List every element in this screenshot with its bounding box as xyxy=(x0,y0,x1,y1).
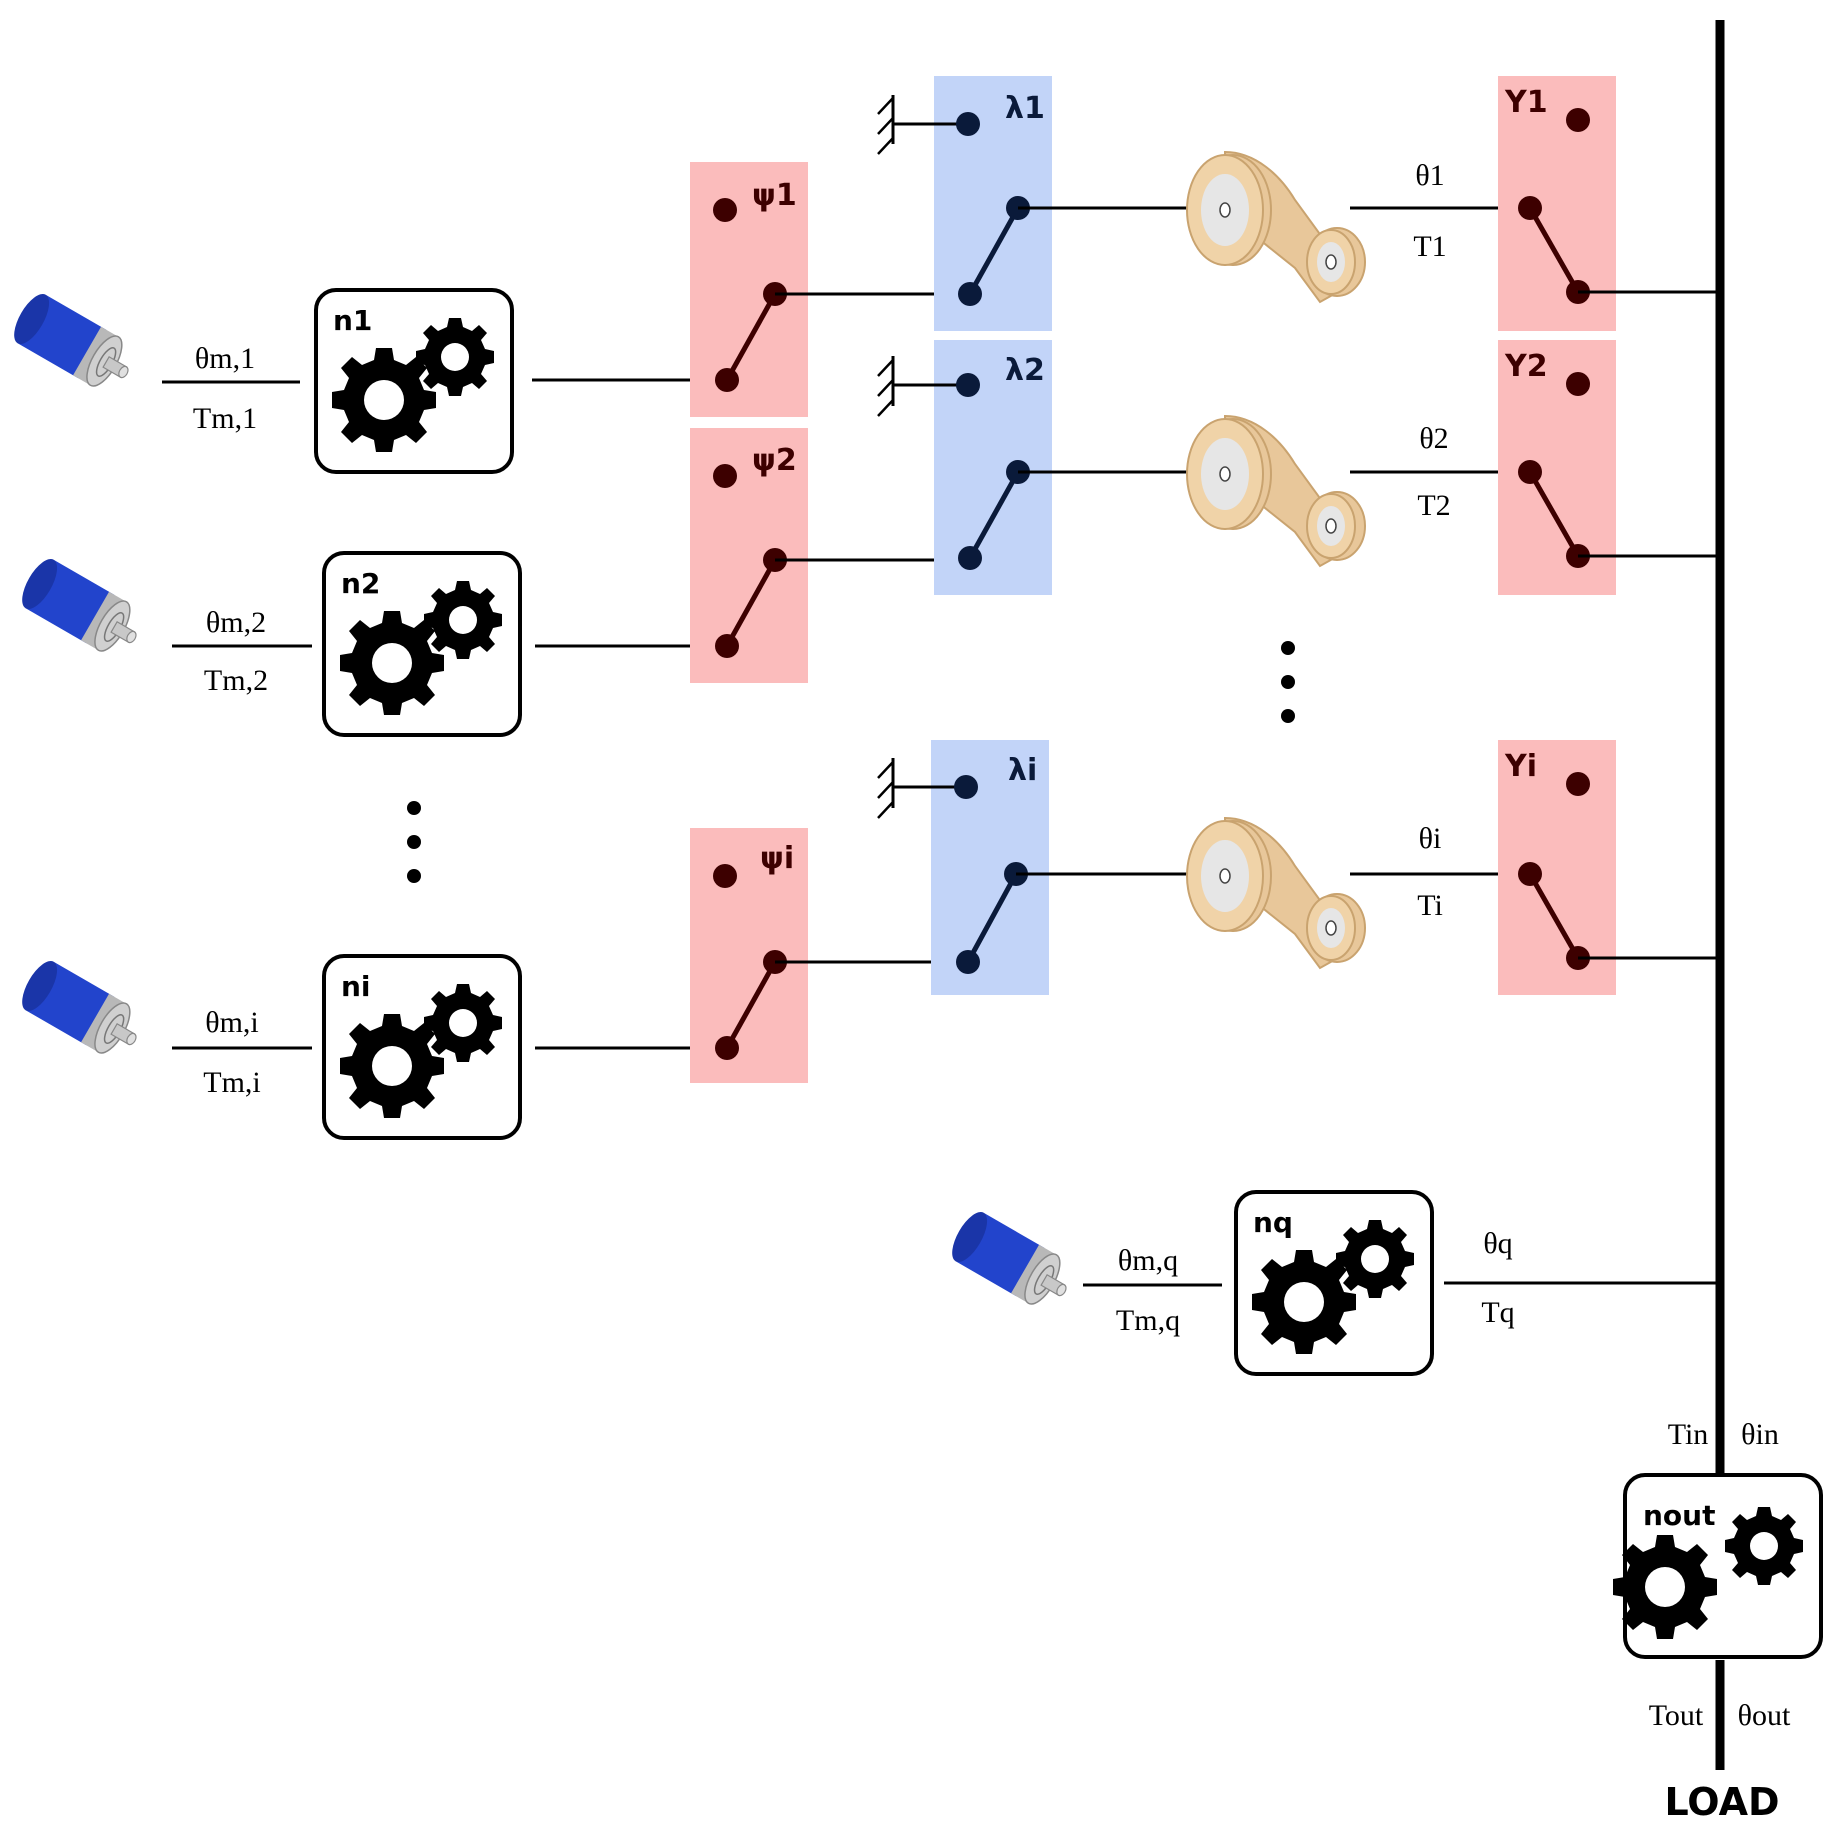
gear-small-icon xyxy=(1336,1220,1414,1298)
gearbox-i-label: ni xyxy=(341,970,371,1003)
lambda-1-label: λ1 xyxy=(1005,91,1045,126)
torque-m1: Tm,1 xyxy=(193,402,257,435)
theta-2: θ2 xyxy=(1419,422,1448,455)
gamma-i-label: Yi xyxy=(1504,749,1537,784)
theta-mi: θm,i xyxy=(205,1006,259,1039)
gear-small-icon xyxy=(1725,1507,1803,1585)
motor-q-icon xyxy=(944,1206,1080,1317)
motor-row-i: θm,i Tm,i ni xyxy=(14,954,727,1140)
psi-1-label: ψ1 xyxy=(752,178,797,213)
gamma-2-label: Y2 xyxy=(1504,349,1548,384)
gear-small-icon xyxy=(424,984,502,1062)
gamma-switch-i: Yi xyxy=(1498,740,1616,995)
theta-m1: θm,1 xyxy=(195,342,255,375)
gamma-switch-2: Y2 xyxy=(1498,340,1616,595)
torque-q: Tq xyxy=(1481,1296,1514,1329)
torque-mq: Tm,q xyxy=(1116,1304,1180,1337)
theta-i: θi xyxy=(1419,822,1442,855)
theta-mq: θm,q xyxy=(1118,1244,1178,1277)
belt-drive-1-icon xyxy=(1186,151,1366,303)
gear-small-icon xyxy=(416,318,494,396)
gearbox-q-label: nq xyxy=(1253,1206,1293,1239)
motor-2-icon xyxy=(14,553,150,664)
theta-out: θout xyxy=(1738,1699,1791,1732)
gear-small-icon xyxy=(424,581,502,659)
lambda-2-label: λ2 xyxy=(1005,353,1045,388)
t-in: Tin xyxy=(1668,1418,1709,1451)
theta-1: θ1 xyxy=(1415,159,1444,192)
motor-i-icon xyxy=(14,955,150,1066)
ellipsis-belt xyxy=(1281,641,1295,723)
psi-switch-2: ψ2 xyxy=(690,428,808,683)
psi-switch-1: ψ1 xyxy=(690,162,808,417)
lambda-switch-2: λ2 xyxy=(877,340,1052,595)
torque-2: T2 xyxy=(1417,489,1450,522)
lambda-switch-1: λ1 xyxy=(877,76,1052,331)
torque-m2: Tm,2 xyxy=(204,664,268,697)
motor-row-2: θm,2 Tm,2 n2 xyxy=(14,551,727,737)
gear-big-icon xyxy=(1613,1535,1717,1639)
torque-1: T1 xyxy=(1413,230,1446,263)
lambda-i-label: λi xyxy=(1008,753,1037,788)
gearbox-2-label: n2 xyxy=(341,567,380,600)
belt-drive-2-icon xyxy=(1186,415,1366,567)
output-gearbox-group: Tin θin nout Tout θout xyxy=(1613,1418,1823,1732)
gamma-1-label: Y1 xyxy=(1504,85,1548,120)
belt-drive-i-icon xyxy=(1186,817,1366,969)
theta-q: θq xyxy=(1483,1227,1512,1260)
theta-m2: θm,2 xyxy=(206,606,266,639)
t-out: Tout xyxy=(1649,1699,1704,1732)
motor-row-q: θm,q Tm,q nq θq Tq xyxy=(944,1190,1720,1376)
output-gearbox-label: nout xyxy=(1643,1499,1716,1532)
lambda-switch-i: λi xyxy=(877,740,1049,995)
gamma-switch-1: Y1 xyxy=(1498,76,1616,331)
psi-2-label: ψ2 xyxy=(752,443,797,478)
ellipsis-motors xyxy=(407,801,421,883)
gearbox-1-label: n1 xyxy=(333,304,372,337)
psi-i-label: ψi xyxy=(760,841,794,876)
theta-in: θin xyxy=(1741,1418,1779,1451)
psi-switch-i: ψi xyxy=(690,828,808,1083)
torque-i: Ti xyxy=(1417,889,1443,922)
torque-mi: Tm,i xyxy=(203,1066,261,1099)
load-label: LOAD xyxy=(1664,1780,1779,1824)
motor-row-1: θm,1 Tm,1 n1 xyxy=(6,288,727,474)
motor-1-icon xyxy=(6,288,142,399)
